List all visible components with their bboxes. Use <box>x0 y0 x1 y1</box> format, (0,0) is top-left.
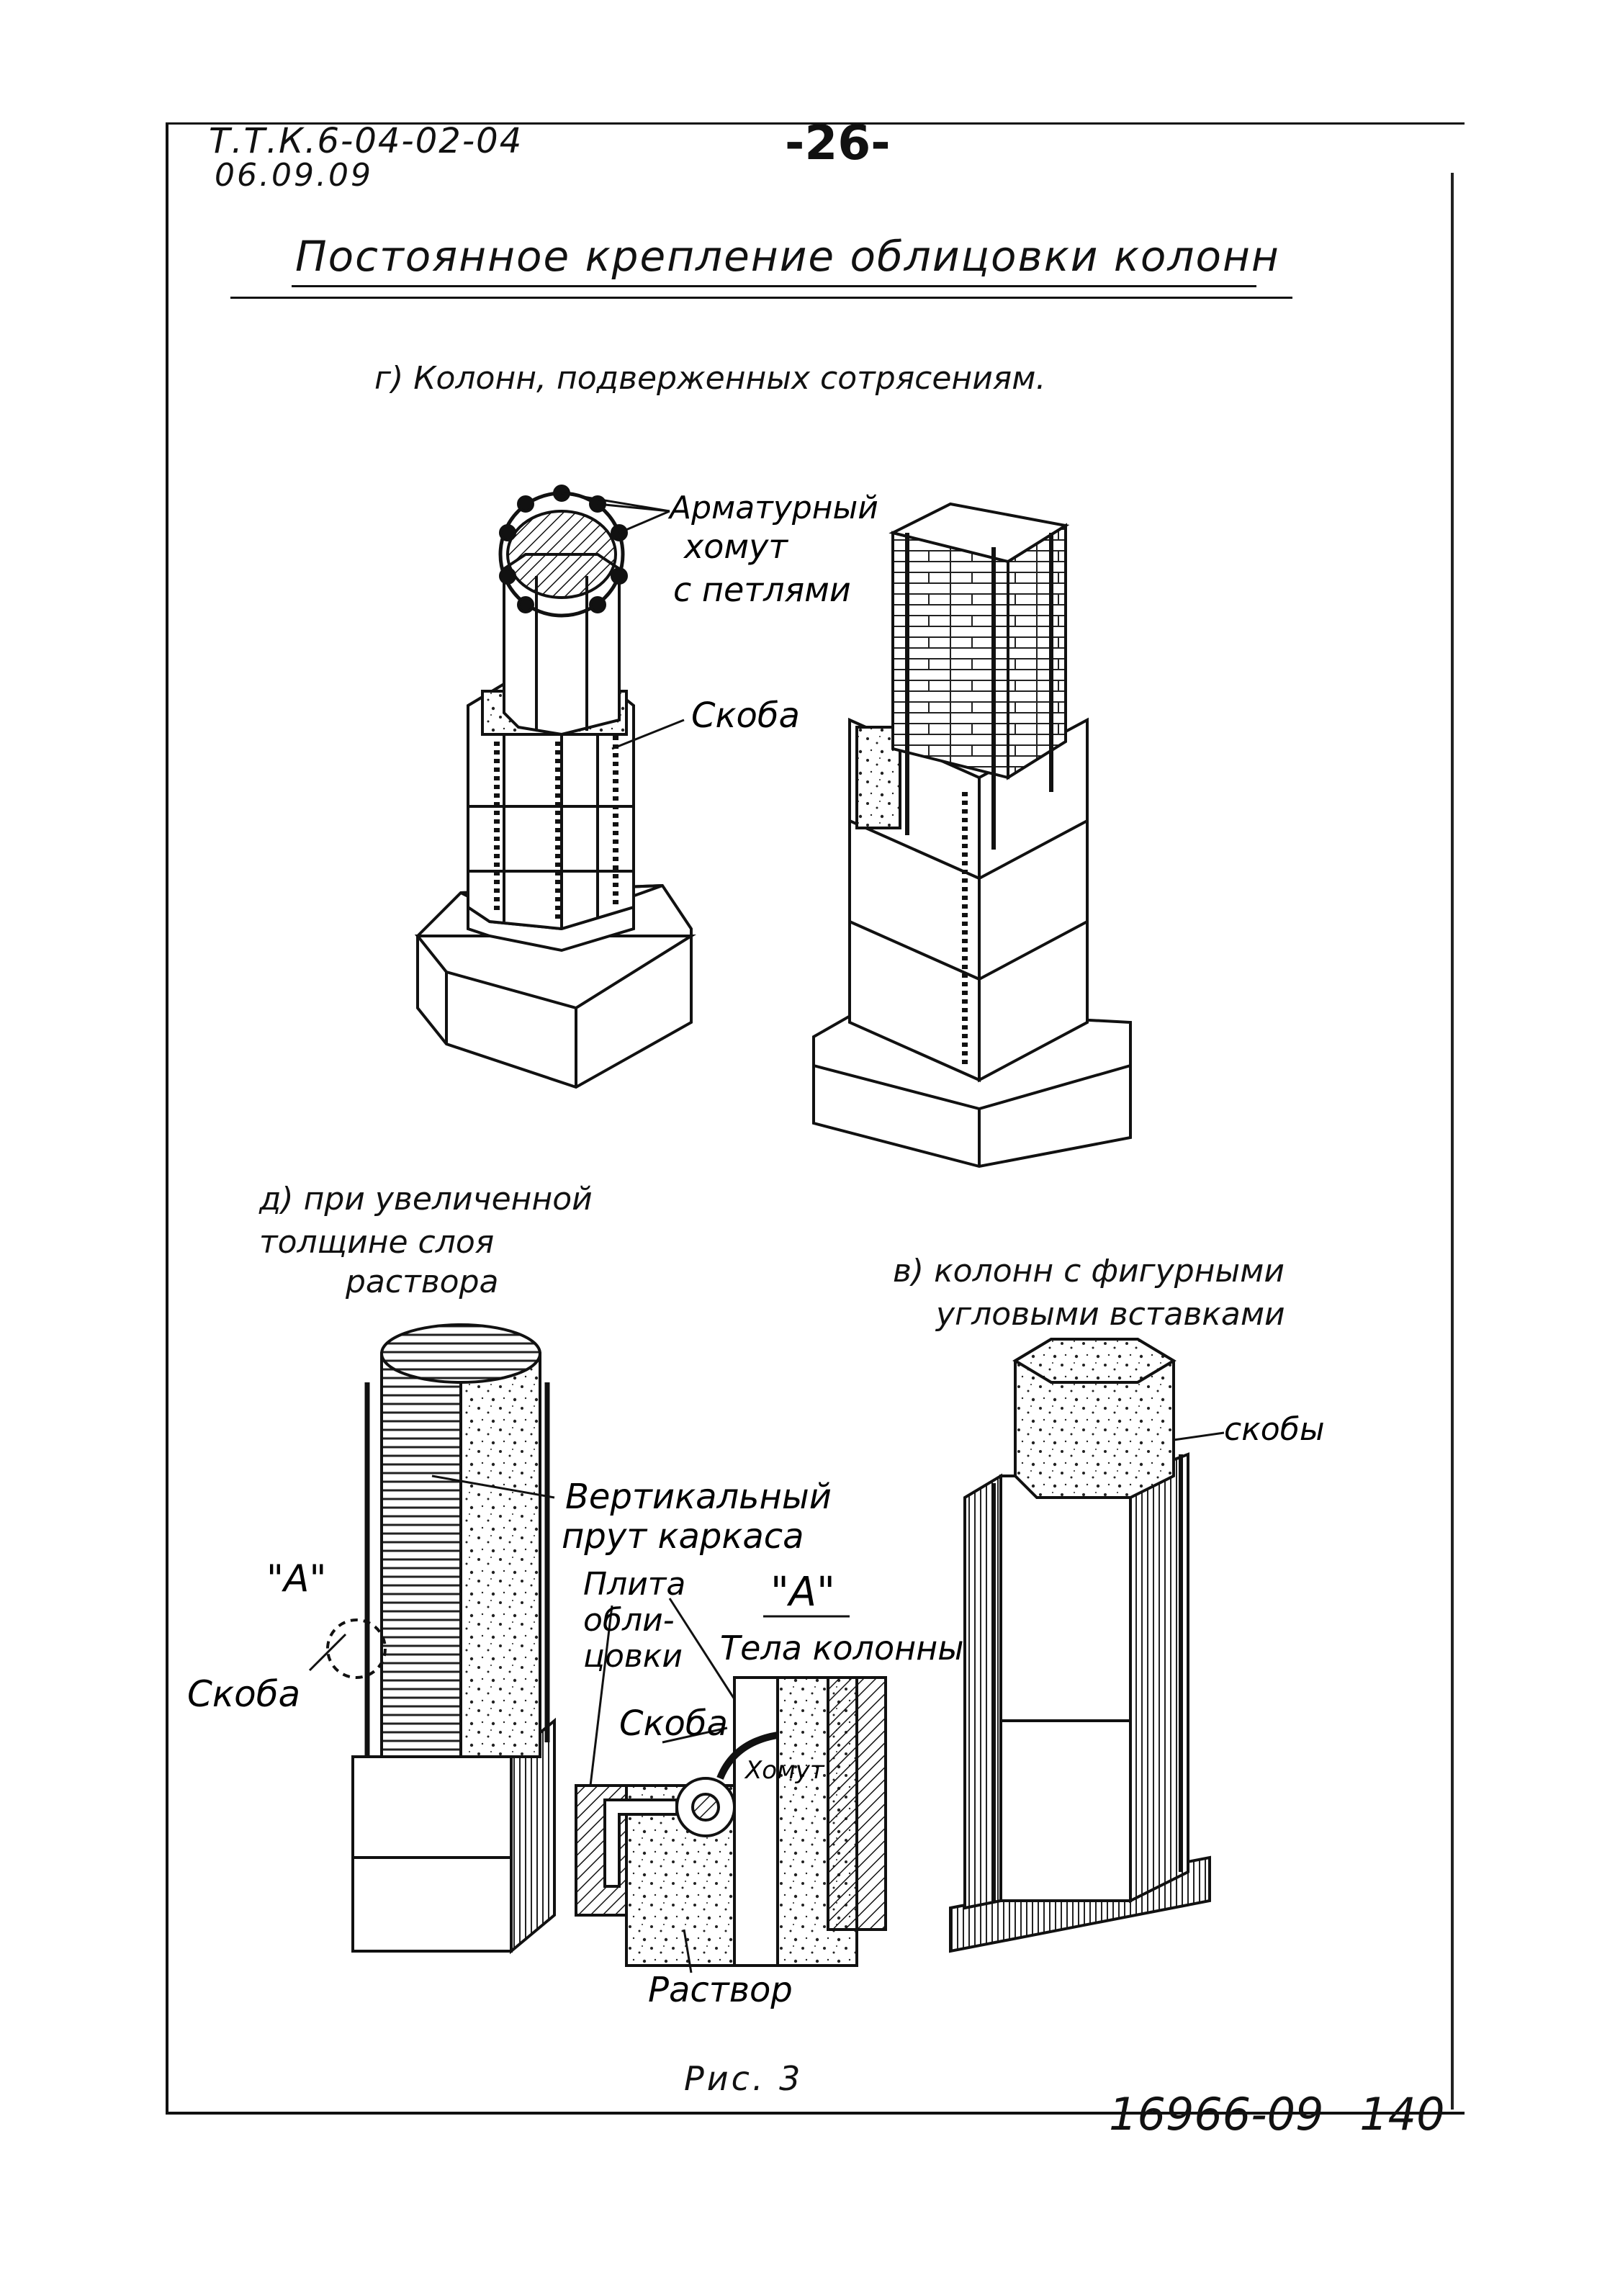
stamp-sheet: 140 <box>1359 2088 1445 2140</box>
label-bracket-g: Скоба <box>691 695 800 736</box>
page-title: Постоянное крепление облицовки колонн <box>295 232 1280 281</box>
document-date: 06.09.09 <box>215 157 373 194</box>
fig-d-detail-a <box>575 1598 887 1973</box>
section-g-heading: г) Колонн, подверженных сотрясениям. <box>374 360 1046 397</box>
section-d-heading-l3: раствора <box>346 1264 499 1300</box>
document-code: Т.Т.К.6-04-02-04 <box>209 121 523 161</box>
fig-g-square-column <box>812 502 1132 1169</box>
label-bracket-detail: Скоба <box>619 1703 728 1744</box>
section-v-heading-l1: в) колонн с фигурными <box>893 1253 1285 1289</box>
label-column-body: Тела колонны <box>720 1629 964 1667</box>
fig-g-octagonal-column <box>414 485 696 1089</box>
label-armature-l2: хомут <box>683 527 788 566</box>
label-bracket-left: Скоба <box>187 1673 300 1715</box>
drawing-frame <box>166 122 1465 2115</box>
label-detail-a-marker: "А" <box>266 1557 326 1601</box>
page-number: -26- <box>785 115 891 171</box>
label-plate-l3: цовки <box>583 1638 683 1675</box>
label-armature-l3: с петлями <box>673 570 851 609</box>
stamp-number-block: 16966-09 140 <box>1109 2088 1445 2140</box>
label-armature-l1: Арматурный <box>667 490 878 526</box>
label-plate-l1: Плита <box>583 1566 685 1603</box>
figure-caption: Рис. 3 <box>684 2059 804 2098</box>
label-vertical-bar-l1: Вертикальный <box>565 1477 832 1517</box>
label-detail-a-title: "А" <box>770 1569 835 1616</box>
fig-d-column <box>308 1323 556 1955</box>
label-clamp: Хомут <box>744 1756 825 1785</box>
fig-v-column <box>949 1338 1225 1953</box>
label-mortar: Раствор <box>648 1970 793 2010</box>
frame-right-border <box>1451 173 1454 2110</box>
title-underline-long <box>230 297 1292 299</box>
stamp-number: 16966-09 <box>1109 2088 1324 2140</box>
section-v-heading-l2: угловыми вставками <box>936 1296 1285 1333</box>
title-underline <box>292 285 1256 287</box>
label-plate-l2: обли- <box>583 1602 675 1639</box>
label-vertical-bar-l2: прут каркаса <box>562 1516 804 1557</box>
label-brackets-v: скобы <box>1224 1411 1325 1448</box>
section-d-heading-l1: д) при увеличенной <box>259 1181 593 1217</box>
section-d-heading-l2: толщине слоя <box>259 1224 495 1261</box>
